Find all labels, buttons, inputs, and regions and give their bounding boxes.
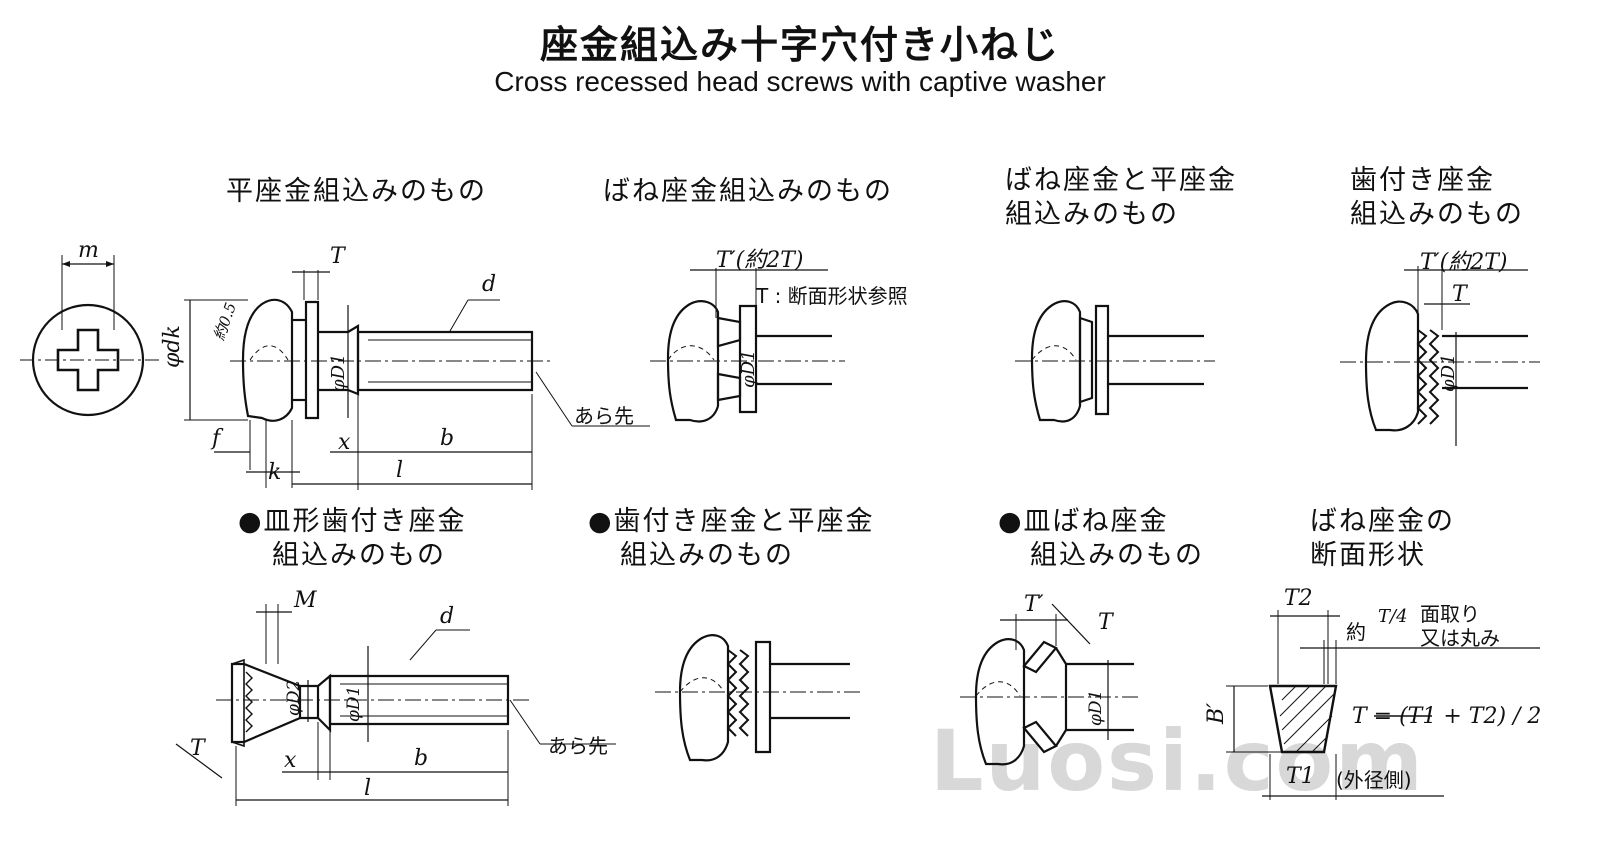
dim-x-2: x bbox=[284, 748, 297, 773]
dim-d1-2: φD1 bbox=[738, 349, 759, 389]
caption-toothed-plain-1: ●歯付き座金と平座金 bbox=[588, 506, 875, 537]
caption-dish-spring-2: 組込みのもの bbox=[1030, 540, 1204, 571]
screw-spring-washer bbox=[650, 268, 845, 423]
t-reference-note: T : 断面形状参照 bbox=[756, 284, 908, 308]
dim-t1: T1 bbox=[1286, 764, 1315, 789]
dim-b-prime: B′ bbox=[1204, 702, 1229, 724]
dim-x: x bbox=[338, 430, 351, 455]
page-title-en: Cross recessed head screws with captive … bbox=[494, 66, 1106, 97]
caption-section-2: 断面形状 bbox=[1310, 540, 1426, 571]
spring-washer-cross-section bbox=[1226, 610, 1540, 800]
screw-plain-washer bbox=[184, 270, 650, 490]
caption-spring-plain-2: 組込みのもの bbox=[1005, 199, 1179, 230]
dim-d2: φD2 bbox=[284, 679, 304, 716]
dim-t2: T2 bbox=[1284, 586, 1313, 611]
dim-t-4: T bbox=[1098, 610, 1113, 635]
caption-toothed-plain-2: 組込みのもの bbox=[620, 540, 794, 571]
screw-dish-spring-washer bbox=[960, 603, 1140, 766]
chamfer-note-2: 又は丸み bbox=[1420, 626, 1500, 650]
dim-l: l bbox=[396, 458, 404, 483]
caption-plain-washer: 平座金組込みのもの bbox=[226, 176, 487, 207]
screw-spring-plain-washer bbox=[1015, 300, 1215, 423]
chamfer-fraction: T/4 bbox=[1378, 606, 1408, 627]
chamfer-prefix: 約 bbox=[1346, 620, 1366, 644]
dim-k: k bbox=[268, 460, 282, 485]
dim-b: b bbox=[440, 426, 455, 451]
screw-toothed-washer bbox=[1340, 266, 1540, 446]
dim-d1-5: φD1 bbox=[1086, 689, 1106, 726]
page-title-jp: 座金組込み十字穴付き小ねじ bbox=[539, 23, 1060, 67]
outer-side-note: (外径側) bbox=[1336, 768, 1412, 792]
dim-d1-3: φD1 bbox=[1438, 353, 1459, 393]
rough-end-label: あら先 bbox=[574, 404, 634, 428]
dim-t: T bbox=[330, 244, 345, 269]
cross-recess-top-view bbox=[20, 255, 160, 417]
caption-spring-washer: ばね座金組込みのもの bbox=[603, 176, 893, 207]
dim-l-2: l bbox=[364, 776, 372, 801]
caption-toothed-2: 組込みのもの bbox=[1350, 199, 1524, 230]
dim-m: m bbox=[78, 238, 99, 263]
dim-m-upper: M bbox=[294, 588, 317, 613]
dim-dk: φdk bbox=[160, 325, 185, 368]
dim-t-prime: T′ bbox=[1024, 592, 1044, 617]
screw-dish-toothed-washer bbox=[175, 604, 616, 806]
dim-d-2: d bbox=[440, 604, 455, 629]
caption-dish-spring-1: ●皿ばね座金 bbox=[998, 506, 1169, 537]
caption-dish-toothed-1: ●皿形歯付き座金 bbox=[238, 506, 467, 537]
dim-t-2: T bbox=[1452, 282, 1467, 307]
dim-t-prime-2t-2: T′(約2T) bbox=[1420, 250, 1508, 275]
caption-section-1: ばね座金の bbox=[1310, 506, 1455, 537]
dim-d1: φD1 bbox=[328, 353, 349, 393]
caption-dish-toothed-2: 組込みのもの bbox=[272, 540, 446, 571]
caption-spring-plain-1: ばね座金と平座金 bbox=[1005, 165, 1237, 196]
dim-f: f bbox=[212, 426, 221, 451]
dim-d1-4: φD1 bbox=[344, 685, 364, 722]
dim-b-2: b bbox=[414, 746, 429, 771]
chamfer-note-1: 面取り bbox=[1420, 602, 1480, 626]
dim-t-3: T bbox=[190, 736, 205, 761]
screw-toothed-plain-washer bbox=[655, 634, 860, 762]
caption-toothed-1: 歯付き座金 bbox=[1350, 165, 1495, 196]
dim-d: d bbox=[482, 272, 497, 297]
thickness-formula: T = (T1 + T2) / 2 bbox=[1352, 704, 1542, 729]
dim-t-prime-2t: T′(約2T) bbox=[716, 248, 804, 273]
rough-end-label-2: あら先 bbox=[548, 734, 608, 758]
